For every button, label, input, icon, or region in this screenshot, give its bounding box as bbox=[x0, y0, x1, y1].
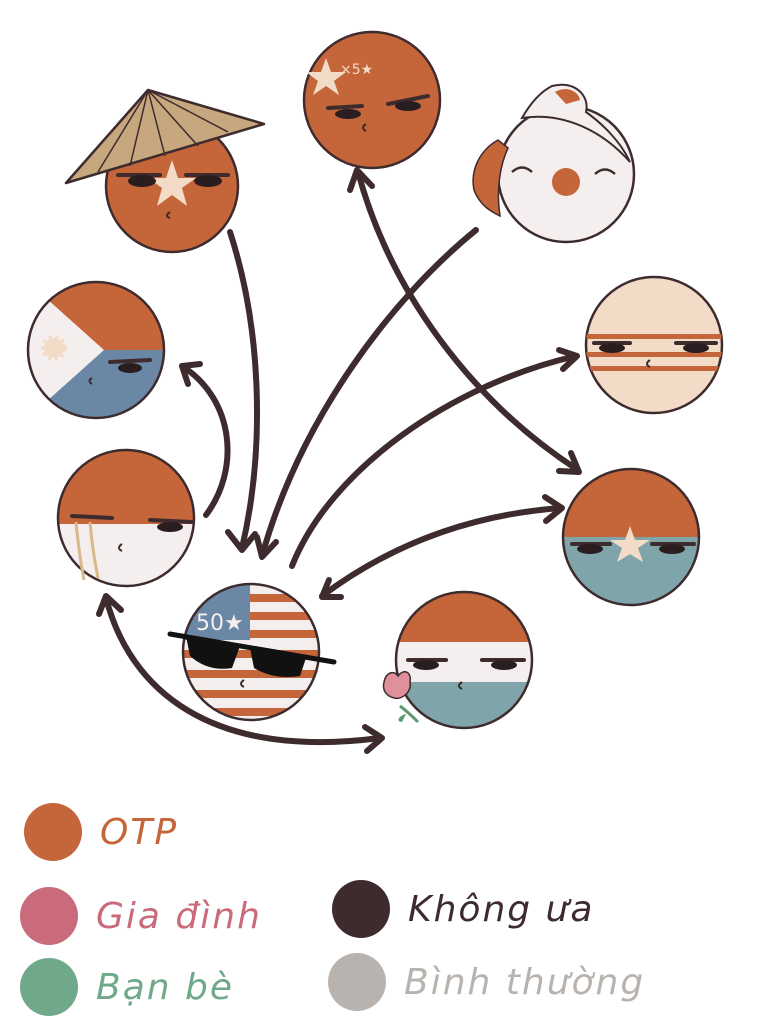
edge-usa-myanmar bbox=[319, 494, 565, 600]
legend-swatch-family bbox=[20, 887, 78, 945]
japan-hair-bun-icon bbox=[520, 83, 631, 163]
china-badge: ×5★ bbox=[340, 62, 373, 78]
legend-label-neutral: Bình thường bbox=[404, 961, 646, 1003]
edge-japan-usa bbox=[254, 227, 479, 560]
edge-usa-thailand bbox=[289, 347, 580, 569]
vietnam-star-icon bbox=[148, 160, 196, 206]
legend-label-family: Gia đình bbox=[96, 895, 262, 937]
flower-icon bbox=[382, 671, 420, 724]
legend-label-dislike: Không ưa bbox=[408, 888, 595, 930]
china-star-icon bbox=[306, 58, 346, 95]
node-philippines[interactable] bbox=[20, 280, 180, 420]
relationship-arrows bbox=[96, 167, 582, 754]
legend-label-otp: OTP bbox=[100, 811, 179, 853]
node-china[interactable]: ×5★ bbox=[300, 30, 450, 175]
node-vietnam[interactable] bbox=[64, 88, 266, 256]
node-thailand[interactable] bbox=[580, 275, 730, 415]
node-laos[interactable] bbox=[382, 590, 540, 732]
node-indonesia[interactable] bbox=[50, 448, 210, 594]
legend-label-friends: Bạn bè bbox=[96, 966, 235, 1008]
legend-item-family: Gia đình bbox=[20, 887, 262, 945]
node-myanmar[interactable] bbox=[555, 465, 705, 609]
edge-vietnam-usa bbox=[225, 229, 260, 553]
usa-badge: 50★ bbox=[196, 611, 244, 636]
node-japan[interactable] bbox=[472, 83, 636, 244]
legend-item-friends: Bạn bè bbox=[20, 958, 234, 1016]
philippines-sun-icon bbox=[41, 335, 67, 361]
legend-swatch-dislike bbox=[332, 880, 390, 938]
legend-item-neutral: Bình thường bbox=[328, 953, 645, 1011]
japan-nose-dot bbox=[552, 168, 580, 196]
edge-china-myanmar bbox=[347, 167, 582, 475]
node-usa[interactable]: 50★ bbox=[167, 582, 337, 727]
myanmar-star-icon bbox=[610, 526, 650, 562]
legend-item-otp: OTP bbox=[24, 803, 178, 861]
edge-indonesia-philippines bbox=[179, 361, 231, 518]
legend-swatch-otp bbox=[24, 803, 82, 861]
legend-item-dislike: Không ưa bbox=[332, 880, 594, 938]
legend-swatch-neutral bbox=[328, 953, 386, 1011]
sunglasses-icon bbox=[167, 631, 337, 677]
edge-indonesia-laos bbox=[96, 593, 385, 754]
legend-swatch-friends bbox=[20, 958, 78, 1016]
relationship-diagram: ×5★ bbox=[20, 30, 730, 754]
